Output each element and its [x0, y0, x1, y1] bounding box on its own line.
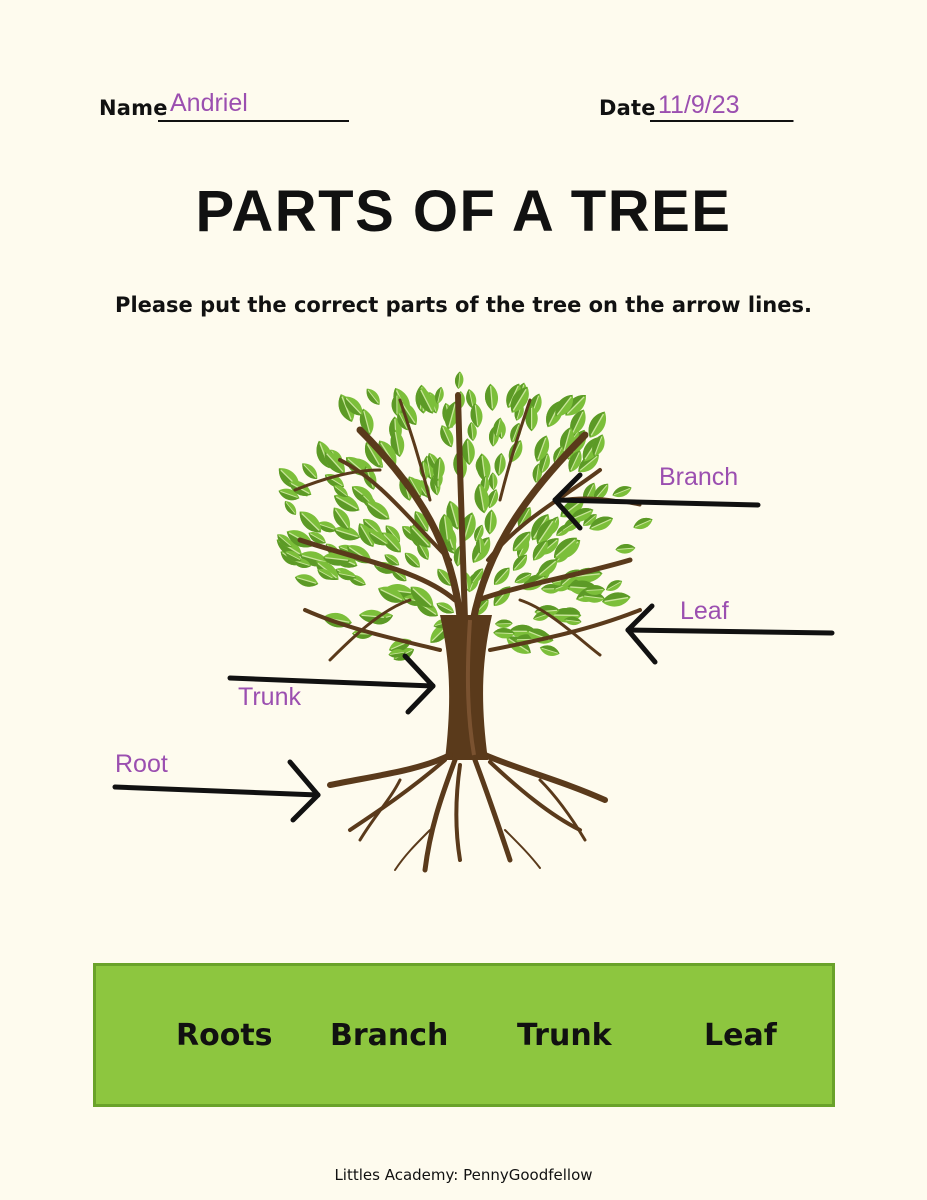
date-answer[interactable]: 11/9/23 [658, 91, 740, 119]
leaf-shape [610, 482, 634, 501]
branch-arrow [552, 497, 761, 508]
trunk-arrow [227, 675, 436, 689]
leaf-arrow [625, 627, 835, 636]
leaf-shape [292, 570, 321, 591]
name-label: Name [99, 96, 168, 120]
name-line: ____________________ [158, 98, 349, 122]
answer-leaf[interactable]: Leaf [680, 597, 729, 625]
word-bank-branch[interactable]: Branch [330, 1018, 449, 1053]
roots [327, 752, 608, 873]
leaf-shape [489, 563, 515, 590]
date-label: Date [599, 96, 656, 120]
leaf-shape [603, 576, 625, 595]
page-title: PARTS OF A TREE [195, 179, 732, 244]
leaf-shape [488, 471, 499, 491]
leaf-shape [600, 589, 633, 610]
leaf-shape [453, 370, 465, 390]
leaf-shape [298, 459, 322, 483]
date-line: _______________ [650, 98, 793, 122]
word-bank-leaf[interactable]: Leaf [704, 1018, 777, 1053]
leaf-shape [436, 422, 458, 451]
instructions: Please put the correct parts of the tree… [115, 293, 812, 317]
credit-line: Littles Academy: PennyGoodfellow [334, 1166, 593, 1184]
leaf-shape [492, 451, 508, 478]
answer-trunk[interactable]: Trunk [238, 683, 301, 711]
branches [293, 392, 642, 662]
leaf-shape [494, 618, 514, 629]
trunk [440, 615, 492, 760]
arrows [112, 472, 835, 823]
leaf-shape [483, 508, 499, 536]
leaf-shape [614, 542, 637, 555]
word-bank: Roots Branch Trunk Leaf [93, 963, 835, 1107]
answer-branch[interactable]: Branch [659, 463, 739, 491]
word-bank-roots[interactable]: Roots [176, 1018, 273, 1053]
leaf-shape [362, 385, 384, 409]
leaf-shape [537, 642, 562, 659]
word-bank-trunk[interactable]: Trunk [517, 1018, 612, 1053]
leaf-shape [483, 382, 500, 413]
leaf-shape [281, 497, 300, 518]
answer-root[interactable]: Root [115, 750, 168, 778]
root-arrow [112, 784, 321, 798]
leaf-shape [630, 514, 656, 533]
name-answer[interactable]: Andriel [170, 89, 248, 117]
